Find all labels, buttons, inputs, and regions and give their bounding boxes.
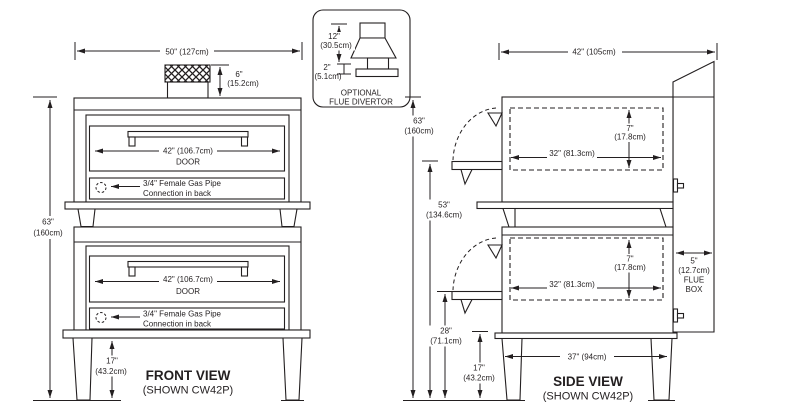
front-lower-gas-note-line1: 3/4" Female Gas Pipe [143,310,222,319]
front-upper-door-handle [127,130,249,138]
side-leg-left [501,337,523,401]
front-flue-grate [164,64,211,83]
divertor-caption-line1: OPTIONAL [341,89,382,98]
front-height-dim-cm: (160cm) [33,229,63,238]
side-view-subtitle: (SHOWN CW42P) [543,391,633,403]
front-leg-dim-cm: (43.2cm) [95,367,127,376]
side-upper-opening-height-cm: (17.8cm) [614,133,646,142]
front-leg-right [282,337,303,401]
front-upper-gas-note-line2: Connection in back [143,189,212,198]
divertor-clearance-in: 2" [323,63,330,72]
side-base-depth-dim-label: 37" (94cm) [568,353,607,362]
side-lower-opening-height-in: 7" [626,255,633,264]
front-lower-handle-post-left [128,266,136,277]
front-lower-handle-post-right [240,266,249,277]
side-lower-door-bracket [460,298,473,315]
divertor-hood [350,37,397,59]
side-upper-latch-knob-stub [676,182,685,189]
side-flue-box-in: 5" [690,257,697,266]
divertor-caption-line2: FLUE DIVERTOR [329,98,393,107]
side-mid-ledge [476,201,674,210]
side-upper-door-bracket [460,168,473,186]
side-upper-opening-depth-label: 32" (81.3cm) [549,149,595,158]
front-upper-handle-post-right [240,136,249,147]
side-lower-opening-dashed [509,237,664,301]
side-lower-opening-height-cm: (17.8cm) [614,263,646,272]
front-mid-ledge [64,201,311,210]
side-leg-dim-cm: (43.2cm) [463,374,495,383]
side-lower-opening-depth-label: 32" (81.3cm) [549,280,595,289]
front-height-dim-in: 63" [42,218,54,227]
front-upper-gas-connection-circle [95,182,107,193]
side-view-title: SIDE VIEW [553,374,623,389]
divertor-clearance-cm: (5.1cm) [314,72,341,81]
front-lower-gas-panel [88,307,286,330]
front-flue-base [166,81,209,99]
side-lower-door-swing-arc [452,237,497,291]
side-mid-leg-right [659,207,674,228]
front-mid-leg-left [77,208,96,228]
side-flue-box-label-line3: FLUE [684,276,704,285]
divertor-base [355,68,399,78]
side-upper-opening-dashed [509,107,664,171]
side-lower-open-door-platform [451,290,503,301]
front-lower-door-dim-label: 42" (106.7cm) [163,275,213,284]
front-mid-leg-right [279,208,298,228]
side-flue-box-label-line4: BOX [686,285,704,294]
front-flue-dim-cm: (15.2cm) [227,79,259,88]
side-view: 42" (105cm) 7" (17.8cm) 32" (81.3cm) 7" … [403,43,718,403]
front-width-dim-label: 50" (127cm) [165,48,209,57]
side-height-dim-cm: (160cm) [404,127,434,136]
flue-divertor-detail: 12" (30.5cm) 2" (5.1cm) OPTIONAL FLUE DI… [312,9,411,108]
divertor-neck [366,57,390,70]
side-leg-dim-in: 17" [473,364,485,373]
front-upper-handle-post-left [128,136,136,147]
side-lower-door-handle-profile [487,244,503,260]
side-flue-box-cm: (12.7cm) [678,266,710,275]
divertor-height-in: 12" [328,32,340,41]
side-lower-latch-knob-stub [676,312,685,319]
front-upper-gas-note-line1: 3/4" Female Gas Pipe [143,179,222,188]
side-leg-right [650,337,673,401]
front-lower-gas-note-line2: Connection in back [143,320,212,329]
side-lower-deck-dim-cm: (71.1cm) [430,337,462,346]
side-upper-deck-dim-cm: (134.6cm) [426,211,462,220]
front-flue-dim-in: 6" [235,70,242,79]
front-lower-gas-connection-circle [95,312,107,323]
side-upper-door-swing-arc [452,107,497,161]
front-lower-door-handle [127,260,249,268]
side-upper-door-handle-profile [487,112,503,128]
side-lower-latch-knob [672,308,679,323]
divertor-height-cm: (30.5cm) [320,41,352,50]
side-bottom-ledge [494,332,678,340]
front-upper-gas-panel [88,177,286,200]
side-upper-deck-dim-in: 53" [438,201,450,210]
side-mid-leg-left [502,207,516,228]
side-upper-opening-height-in: 7" [626,124,633,133]
side-upper-open-door-platform [451,160,503,171]
front-upper-door-dim-label: 42" (106.7cm) [163,147,213,156]
front-upper-door-label: DOOR [176,158,200,167]
front-lower-door-label: DOOR [176,287,200,296]
front-bottom-ledge [62,329,311,339]
front-view: 50" (127cm) 6" (15.2cm) 63" (160cm) 42" … [32,42,311,402]
side-lower-deck-dim-in: 28" [440,327,452,336]
front-view-title: FRONT VIEW [146,368,231,383]
front-view-subtitle: (SHOWN CW42P) [143,385,233,397]
side-depth-dim-label: 42" (105cm) [572,48,616,57]
front-leg-left [72,337,93,401]
front-leg-dim-in: 17" [106,357,118,366]
side-height-dim-in: 63" [413,117,425,126]
side-upper-latch-knob [672,178,679,193]
divertor-cap [359,22,386,39]
